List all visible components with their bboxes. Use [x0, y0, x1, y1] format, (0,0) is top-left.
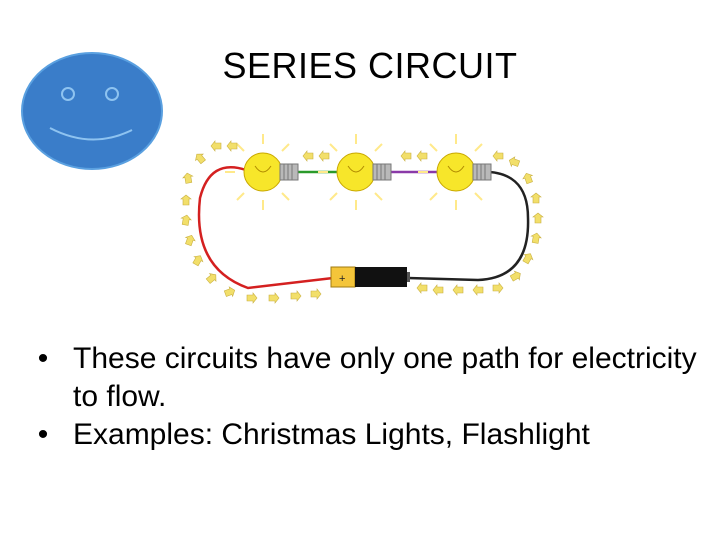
bullet-item: • Examples: Christmas Lights, Flashlight: [28, 416, 718, 454]
bullet-dot: •: [37, 418, 49, 451]
bullet-item: • These circuits have only one path for …: [28, 340, 718, 416]
slide-title: SERIES CIRCUIT: [222, 45, 518, 86]
bullet-text: Examples: Christmas Lights, Flashlight: [73, 418, 590, 451]
smiley-face-icon: [21, 52, 163, 170]
red-wire: [197, 165, 334, 290]
black-wire: [407, 170, 530, 282]
battery-plus-label: +: [339, 273, 345, 285]
bullet-list: • These circuits have only one path for …: [28, 340, 718, 454]
series-circuit-diagram: +: [179, 133, 544, 304]
bullet-dot: •: [37, 342, 49, 375]
battery-icon: +: [330, 266, 410, 288]
bullet-text: These circuits have only one path for el…: [73, 342, 697, 413]
